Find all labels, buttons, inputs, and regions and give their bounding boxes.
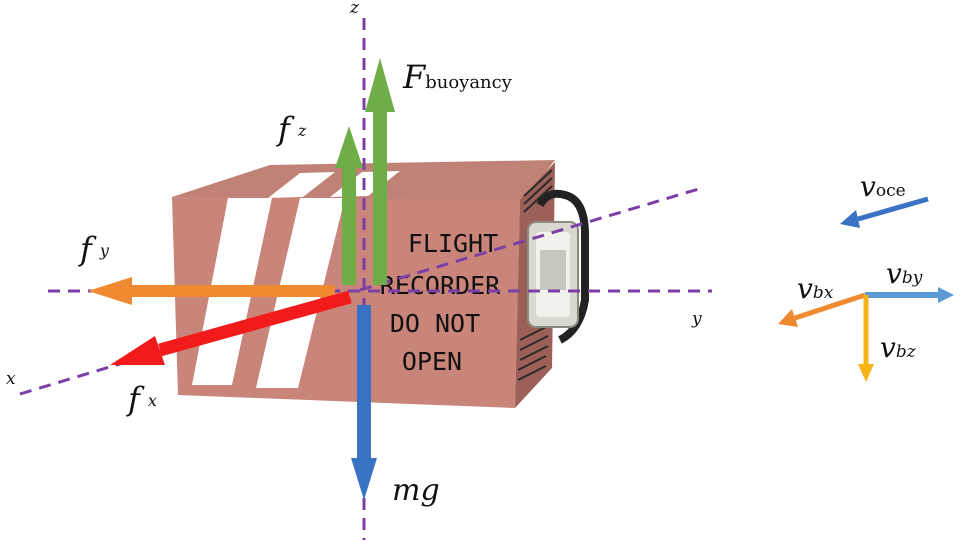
vbx-label-main: v [797, 272, 813, 305]
vbz-label-sub: bz [896, 342, 917, 362]
box-text-line3: DO NOT [390, 309, 480, 338]
locator-beacon [527, 189, 589, 344]
fy-label-sub: y [99, 241, 110, 260]
fx-label-main: f [126, 380, 145, 418]
vbz-label-main: v [880, 331, 896, 364]
y-axis-label: y [691, 309, 702, 329]
x-axis-label: x [6, 369, 16, 389]
vby-label: vby [886, 257, 923, 290]
box-text-line2: RECORDER [380, 271, 501, 300]
buoyancy-arrow [365, 58, 395, 285]
buoyancy-label-main: F [402, 58, 427, 96]
buoyancy-label-sub: buoyancy [425, 72, 513, 93]
buoyancy-label: Fbuoyancy [402, 58, 513, 96]
fy-arrow [88, 277, 335, 305]
z-axis-label: z [349, 0, 360, 18]
vbz-arrow [858, 295, 874, 382]
fy-label-main: f [78, 230, 97, 268]
vbz-label: vbz [880, 331, 917, 364]
vby-label-sub: by [902, 268, 923, 288]
box-text-line4: OPEN [402, 347, 462, 376]
mg-arrow [351, 305, 377, 500]
fz-arrow [335, 126, 363, 285]
box-side-vents [517, 169, 553, 381]
vby-label-main: v [886, 257, 902, 290]
vbx-arrow [778, 292, 866, 327]
fx-arrow [110, 290, 352, 365]
voce-label-main: v [860, 170, 876, 203]
voce-label: voce [860, 170, 906, 203]
vbx-label-sub: bx [813, 283, 834, 303]
box-label: FLIGHT RECORDER DO NOT OPEN [380, 229, 501, 376]
vbx-label: vbx [797, 272, 834, 305]
fx-label-sub: x [148, 391, 157, 410]
voce-label-sub: oce [876, 181, 906, 201]
fz-label-sub: z [297, 121, 307, 140]
mg-label: mg [392, 473, 440, 508]
box-top-stripe-1 [268, 172, 335, 198]
voce-arrow [840, 196, 929, 228]
vby-arrow [865, 287, 954, 303]
fz-label-main: f [276, 110, 295, 148]
